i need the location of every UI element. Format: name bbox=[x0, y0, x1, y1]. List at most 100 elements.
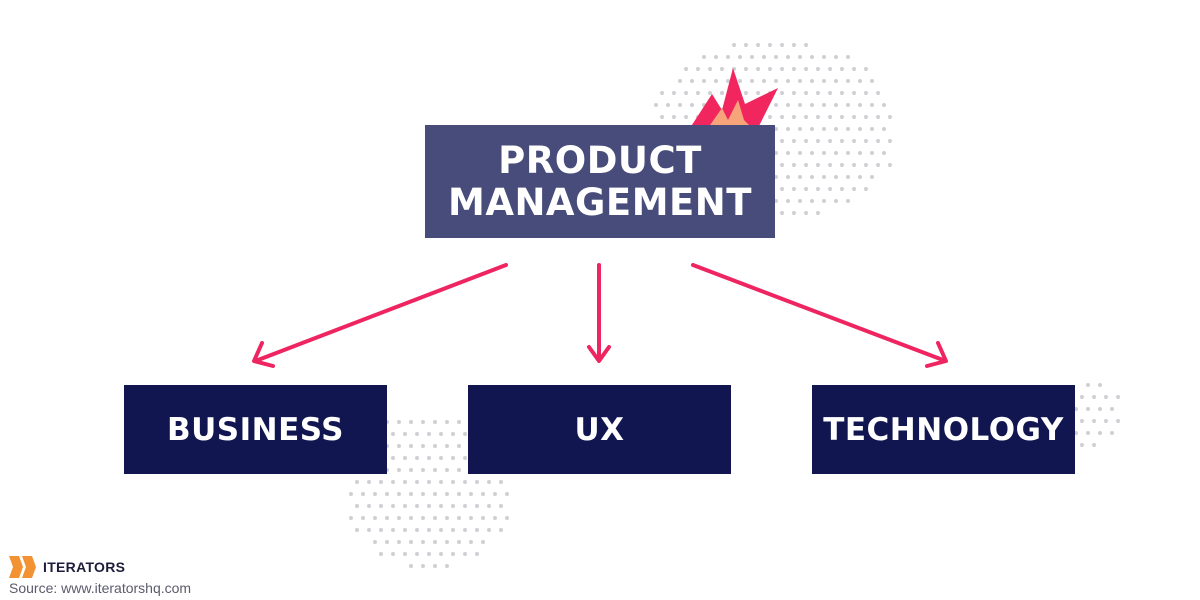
decor-dot bbox=[786, 175, 790, 179]
decor-dot bbox=[870, 127, 874, 131]
decor-dot bbox=[1104, 395, 1108, 399]
decor-dot bbox=[457, 444, 461, 448]
ux-box: UX bbox=[468, 385, 731, 474]
decor-dot bbox=[475, 480, 479, 484]
decor-dot bbox=[1116, 395, 1120, 399]
decor-dot bbox=[822, 175, 826, 179]
decor-dot bbox=[804, 115, 808, 119]
decor-dot bbox=[792, 91, 796, 95]
decor-dot bbox=[840, 115, 844, 119]
decor-dot bbox=[792, 211, 796, 215]
decor-dot bbox=[367, 504, 371, 508]
decor-dot bbox=[834, 79, 838, 83]
decor-dot bbox=[798, 79, 802, 83]
decor-dot bbox=[864, 91, 868, 95]
decor-dot bbox=[816, 115, 820, 119]
decor-dot bbox=[876, 115, 880, 119]
decor-dot bbox=[756, 91, 760, 95]
decor-dot bbox=[684, 115, 688, 119]
decor-dot bbox=[684, 67, 688, 71]
decor-dot bbox=[427, 528, 431, 532]
decor-dot bbox=[427, 432, 431, 436]
decor-dot bbox=[684, 91, 688, 95]
decor-dot bbox=[385, 540, 389, 544]
decor-dot bbox=[403, 480, 407, 484]
decor-dot bbox=[427, 456, 431, 460]
decor-dot bbox=[810, 199, 814, 203]
decor-dot bbox=[810, 79, 814, 83]
decor-dot bbox=[1110, 431, 1114, 435]
decor-dot bbox=[828, 139, 832, 143]
decor-dot bbox=[451, 528, 455, 532]
decor-dot bbox=[433, 420, 437, 424]
decor-dot bbox=[397, 468, 401, 472]
decor-dot bbox=[882, 151, 886, 155]
decor-dot bbox=[481, 540, 485, 544]
decor-dot bbox=[774, 55, 778, 59]
decor-dot bbox=[1092, 443, 1096, 447]
decor-dot bbox=[469, 492, 473, 496]
decor-dot bbox=[888, 115, 892, 119]
decor-dot bbox=[804, 139, 808, 143]
decor-dot bbox=[798, 55, 802, 59]
decor-dot bbox=[822, 55, 826, 59]
spark-orange-shape bbox=[708, 100, 752, 128]
decor-dot bbox=[391, 552, 395, 556]
decor-dot bbox=[439, 480, 443, 484]
decor-dot bbox=[463, 504, 467, 508]
decor-dot bbox=[720, 67, 724, 71]
decor-dot bbox=[816, 91, 820, 95]
decor-dot bbox=[481, 492, 485, 496]
decor-dot bbox=[349, 516, 353, 520]
decor-dot bbox=[427, 552, 431, 556]
decor-dot bbox=[660, 91, 664, 95]
decor-dot bbox=[798, 175, 802, 179]
decor-dot bbox=[762, 55, 766, 59]
decor-dot bbox=[433, 444, 437, 448]
decor-dot bbox=[463, 456, 467, 460]
decor-dot bbox=[403, 504, 407, 508]
decor-dot bbox=[1074, 407, 1078, 411]
decor-dot bbox=[463, 480, 467, 484]
decor-dot bbox=[864, 67, 868, 71]
decor-dot bbox=[427, 480, 431, 484]
product-management-line2: MANAGEMENT bbox=[448, 180, 752, 224]
decor-dot bbox=[409, 492, 413, 496]
decor-dot bbox=[804, 43, 808, 47]
decor-dot bbox=[810, 127, 814, 131]
decor-dot bbox=[756, 43, 760, 47]
decor-dot bbox=[870, 175, 874, 179]
decor-dot bbox=[780, 43, 784, 47]
decor-dot bbox=[846, 127, 850, 131]
decor-dot bbox=[780, 187, 784, 191]
decor-dot bbox=[355, 504, 359, 508]
decor-dot bbox=[391, 504, 395, 508]
decor-dot bbox=[373, 516, 377, 520]
decor-dot bbox=[840, 163, 844, 167]
decor-dot bbox=[834, 199, 838, 203]
decor-dot bbox=[355, 480, 359, 484]
decor-dot bbox=[457, 516, 461, 520]
decor-dot bbox=[888, 163, 892, 167]
technology-box: TECHNOLOGY bbox=[812, 385, 1075, 474]
decor-dot bbox=[403, 528, 407, 532]
decor-dot bbox=[397, 420, 401, 424]
decor-dot bbox=[678, 79, 682, 83]
decor-dot bbox=[774, 103, 778, 107]
decor-dot bbox=[379, 552, 383, 556]
decor-dot bbox=[822, 103, 826, 107]
decor-dot bbox=[876, 91, 880, 95]
decor-dot bbox=[421, 444, 425, 448]
decor-dot bbox=[373, 540, 377, 544]
decor-dot bbox=[798, 199, 802, 203]
decor-dot bbox=[475, 528, 479, 532]
decor-dot bbox=[816, 187, 820, 191]
decor-dot bbox=[852, 91, 856, 95]
decor-dot bbox=[792, 139, 796, 143]
decor-dot bbox=[505, 492, 509, 496]
decor-dot bbox=[696, 67, 700, 71]
decor-dot bbox=[816, 67, 820, 71]
decor-dot bbox=[780, 163, 784, 167]
